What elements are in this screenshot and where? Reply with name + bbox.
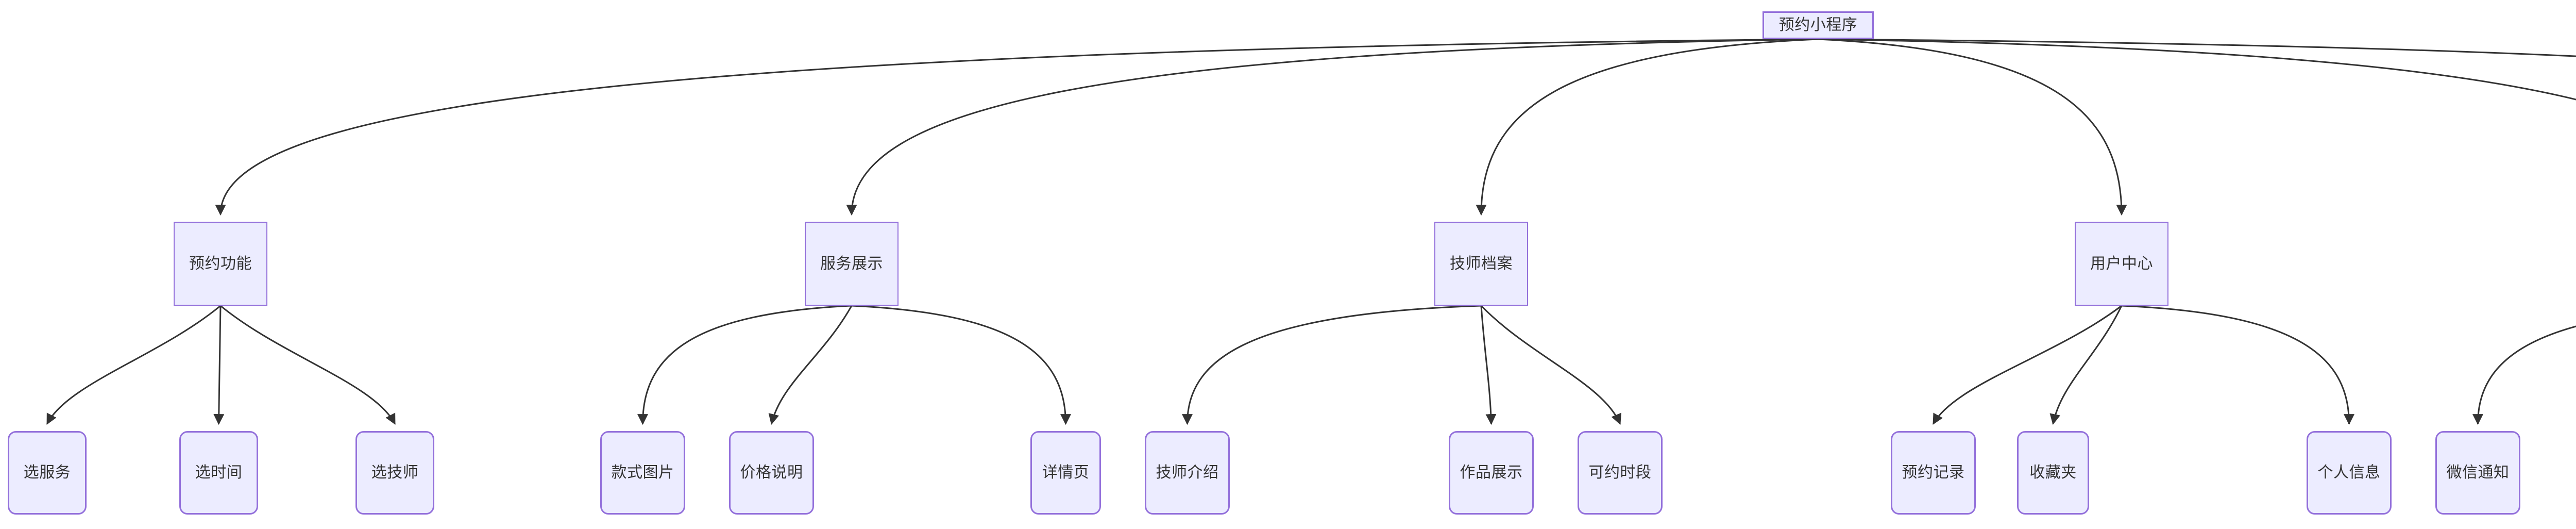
node-label: 选技师 — [371, 464, 419, 481]
node-label: 款式图片 — [611, 464, 674, 481]
node-l6[interactable]: 详情页 — [1030, 431, 1101, 515]
edge-n1-to-l1 — [46, 305, 221, 425]
node-l10[interactable]: 预约记录 — [1891, 431, 1976, 515]
node-label: 技师介绍 — [1156, 464, 1219, 481]
node-label: 用户中心 — [2090, 255, 2153, 272]
edge-n3-to-l8 — [1480, 305, 1497, 425]
edge-n1-to-l3 — [220, 305, 396, 425]
node-n2[interactable]: 服务展示 — [805, 222, 899, 306]
edge-n5-to-l13 — [2472, 325, 2576, 425]
node-label: 选服务 — [23, 464, 71, 481]
node-l12[interactable]: 个人信息 — [2307, 431, 2392, 515]
edge-n2-to-l4 — [637, 305, 852, 425]
edge-root-to-n6 — [1818, 38, 2576, 57]
node-label: 作品展示 — [1460, 464, 1523, 481]
node-label: 微信通知 — [2446, 464, 2510, 481]
edge-root-to-n2 — [846, 38, 1819, 216]
node-l7[interactable]: 技师介绍 — [1145, 431, 1230, 515]
node-label: 选时间 — [195, 464, 243, 481]
edge-n1-to-l2 — [213, 305, 225, 425]
node-n1[interactable]: 预约功能 — [174, 222, 267, 306]
node-label: 预约功能 — [189, 255, 252, 272]
node-label: 预约记录 — [1902, 464, 1965, 481]
node-n3[interactable]: 技师档案 — [1434, 222, 1528, 306]
node-l4[interactable]: 款式图片 — [600, 431, 685, 515]
edge-root-to-n5 — [1818, 38, 2576, 101]
node-root[interactable]: 预约小程序 — [1762, 11, 1874, 39]
node-label: 收藏夹 — [2029, 464, 2077, 481]
node-l8[interactable]: 作品展示 — [1449, 431, 1534, 515]
node-l2[interactable]: 选时间 — [179, 431, 258, 515]
node-label: 详情页 — [1042, 464, 1090, 481]
node-l5[interactable]: 价格说明 — [729, 431, 814, 515]
edge-n4-to-l11 — [2049, 305, 2123, 425]
edge-n3-to-l7 — [1182, 305, 1482, 425]
node-l11[interactable]: 收藏夹 — [2017, 431, 2089, 515]
node-label: 服务展示 — [820, 255, 883, 272]
node-label: 技师档案 — [1450, 255, 1513, 272]
edge-root-to-n1 — [215, 38, 1819, 216]
edge-n2-to-l5 — [768, 305, 853, 425]
node-l3[interactable]: 选技师 — [355, 431, 434, 515]
node-label: 可约时段 — [1588, 464, 1652, 481]
node-n4[interactable]: 用户中心 — [2075, 222, 2168, 306]
edge-n4-to-l12 — [2121, 305, 2354, 425]
node-l1[interactable]: 选服务 — [8, 431, 87, 515]
node-label: 个人信息 — [2317, 464, 2381, 481]
edge-root-to-n4 — [1818, 38, 2127, 216]
node-l9[interactable]: 可约时段 — [1578, 431, 1663, 515]
node-l13[interactable]: 微信通知 — [2435, 431, 2520, 515]
edge-n3-to-l9 — [1480, 305, 1621, 425]
edge-n2-to-l6 — [851, 305, 1071, 425]
node-label: 预约小程序 — [1778, 16, 1858, 34]
node-label: 价格说明 — [740, 464, 803, 481]
edge-n4-to-l10 — [1933, 305, 2122, 425]
edge-root-to-n3 — [1476, 38, 1819, 216]
